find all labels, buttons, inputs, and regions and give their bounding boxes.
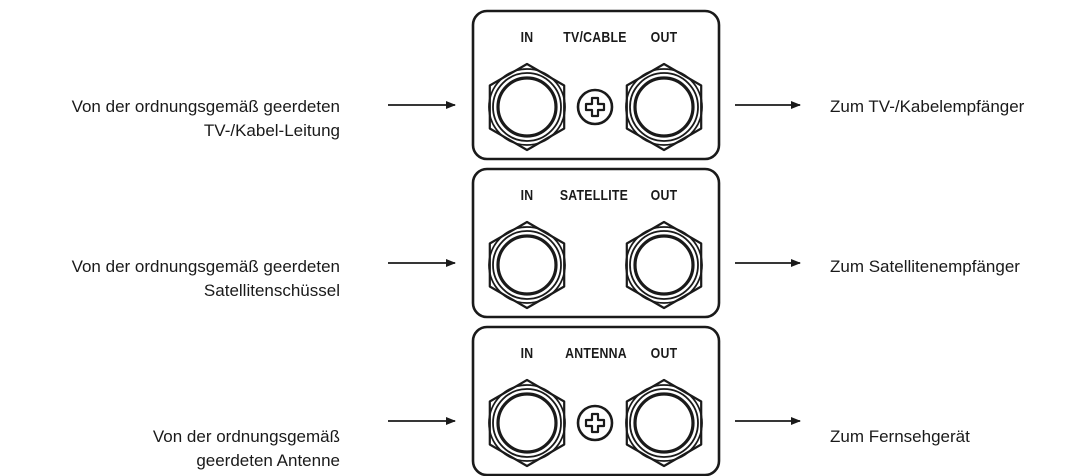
satellite-destination-label: Zum Satellitenempfänger <box>830 257 1020 276</box>
antenna-in-label: IN <box>520 345 534 362</box>
tvcable-in-connector-icon <box>488 62 566 152</box>
antenna-destination-label: Zum Fernsehgerät <box>830 427 970 446</box>
antenna-source-line-2: geerdeten Antenne <box>196 451 340 470</box>
satellite-source-label: Von der ordnungsgemäß geerdeten Satellit… <box>72 255 340 303</box>
antenna-out-label: OUT <box>650 345 678 362</box>
antenna-source-line-1: Von der ordnungsgemäß <box>152 427 340 446</box>
satellite-in-label: IN <box>520 187 534 204</box>
tvcable-ground-screw-icon <box>576 88 614 126</box>
antenna-in-connector-icon <box>488 378 566 468</box>
satellite-in-connector-icon <box>488 220 566 310</box>
satellite-panel <box>471 167 721 319</box>
tvcable-out-label: OUT <box>650 29 678 46</box>
tvcable-source-line-2: TV-/Kabel-Leitung <box>203 121 340 140</box>
tvcable-source-label: Von der ordnungsgemäß geerdeten TV-/Kabe… <box>72 95 340 143</box>
tvcable-out-connector-icon <box>625 62 703 152</box>
antenna-name-label: ANTENNA <box>565 345 627 362</box>
antenna-panel <box>471 325 721 476</box>
satellite-source-line-2: Satellitenschüssel <box>203 281 340 300</box>
satellite-name-label: SATELLITE <box>559 187 629 204</box>
satellite-source-line-1: Von der ordnungsgemäß geerdeten <box>71 257 340 276</box>
tvcable-destination-label: Zum TV-/Kabelempfänger <box>830 97 1025 116</box>
antenna-out-connector-icon <box>625 378 703 468</box>
antenna-source-label: Von der ordnungsgemäß geerdeten Antenne <box>153 425 340 473</box>
tvcable-in-label: IN <box>520 29 534 46</box>
tvcable-source-line-1: Von der ordnungsgemäß geerdeten <box>71 97 340 116</box>
antenna-ground-screw-icon <box>576 404 614 442</box>
tvcable-panel <box>471 9 721 161</box>
satellite-out-connector-icon <box>625 220 703 310</box>
tvcable-name-label: TV/CABLE <box>563 29 627 46</box>
satellite-out-label: OUT <box>650 187 678 204</box>
